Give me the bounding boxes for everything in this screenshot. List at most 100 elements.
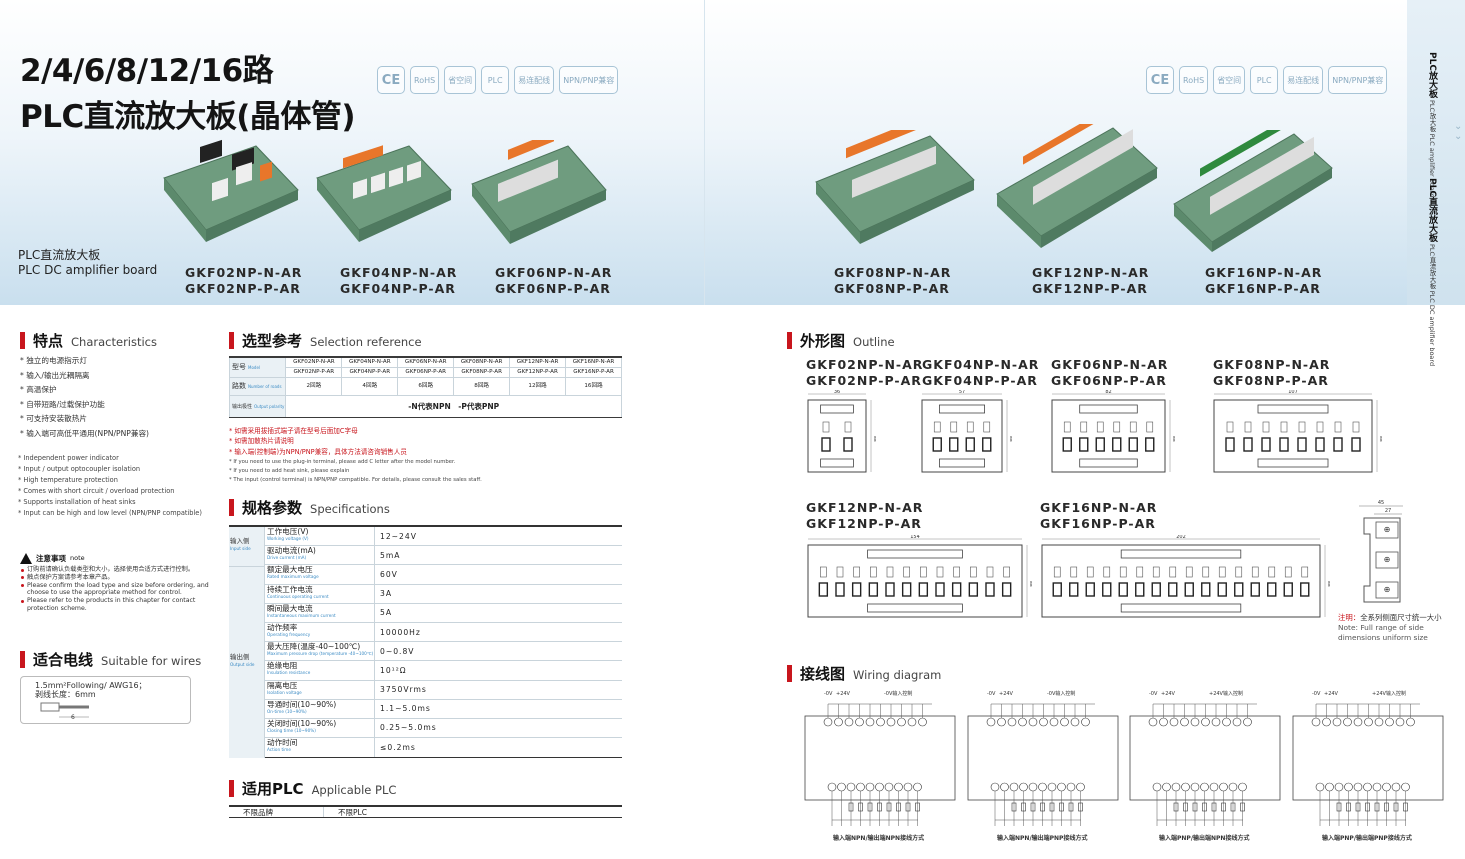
chapter-side-tabs — [1407, 0, 1465, 305]
channel-led — [970, 566, 977, 578]
load — [1221, 802, 1226, 812]
channel-output-device — [1079, 437, 1089, 452]
load — [896, 802, 901, 812]
spec-value: 5A — [380, 608, 393, 618]
list-item: * 输入端可高低平通用(NPN/PNP兼容) — [20, 428, 150, 438]
section-marker — [20, 651, 25, 668]
channel-output-device — [1225, 437, 1235, 452]
channel-led — [983, 421, 991, 433]
model-n: GKF08NP-N-AR — [1213, 357, 1331, 372]
list-item: * Input can be high and low level (NPN/P… — [18, 509, 202, 517]
product-image-2ch — [163, 139, 299, 242]
note-line: * 如需采用拔插式端子请在型号后面加C字母 — [229, 427, 358, 435]
easy-wiring-badge: 易连配线 — [514, 66, 555, 94]
model-n: GKF06NP-N-AR — [495, 265, 613, 280]
load — [1346, 802, 1351, 812]
load — [867, 802, 873, 812]
control-label: -0V输入控制 — [884, 690, 912, 697]
load — [1192, 802, 1198, 812]
polarity-cell: -N代表NPN -P代表PNP — [285, 395, 622, 418]
channel-output-device — [1279, 437, 1289, 452]
list-item: * Independent power indicator — [18, 454, 119, 462]
table-row: 驱动电流(mA)Drive current (mA)5mA — [229, 546, 622, 566]
supply-neg-label: -0V — [824, 691, 833, 697]
board-outline — [1213, 399, 1373, 473]
table-cell: 2回路 — [285, 377, 343, 396]
section-title-en: Characteristics — [71, 335, 157, 349]
model-p: GKF12NP-P-AR — [806, 516, 922, 531]
channel-output-device — [843, 437, 853, 452]
channel-led — [1129, 421, 1137, 433]
spec-name-en: Instantaneous maximum current — [267, 612, 336, 618]
load — [1030, 802, 1036, 812]
supply-neg-label: -0V — [987, 691, 996, 697]
spec-value: 60V — [380, 569, 398, 579]
channel-output-device — [1145, 437, 1155, 452]
npn-pnp-badge: NPN/PNP兼容 — [559, 66, 619, 94]
wiring-caption: 输入端NPN/输出端NPN接线方式 — [833, 835, 925, 842]
model-p: GKF04NP-P-AR — [340, 281, 456, 296]
product-image-4ch — [316, 145, 452, 242]
channel-output-device — [851, 582, 862, 597]
channel-led — [1235, 566, 1243, 578]
channel-output-device — [1001, 582, 1012, 597]
table-row: 最大压降(温度-40~100℃)Maximum pressure drop (t… — [229, 642, 622, 662]
easy-wiring-badge: 易连配线 — [1283, 66, 1324, 94]
load — [1403, 802, 1408, 812]
chevron-down-icon: ⌄⌄ — [1454, 121, 1463, 142]
side-depth-label: 27 — [1385, 508, 1391, 514]
side-tab-plc-dc-amplifier[interactable]: PLC直流放大板 PLC直流放大板 PLC DC amplifier board — [1427, 178, 1437, 366]
spec-name-cn: 工作电压(V) — [267, 527, 309, 536]
feature-badges-right: CE RoHS 省空间 PLC 易连配线 NPN/PNP兼容 — [1146, 66, 1388, 94]
spec-name-cn: 导通时间(10~90%) — [267, 699, 337, 709]
spec-name-en: Operating frequency — [267, 631, 311, 637]
model-n: GKF12NP-N-AR — [806, 500, 924, 515]
channel-output-device — [1135, 582, 1145, 597]
note-title-en: note — [70, 553, 85, 562]
side-tab-plc-amplifier[interactable]: PLC放大板 PLC放大板 PLC amplifier board — [1427, 52, 1437, 198]
svg-text:⊕: ⊕ — [1384, 525, 1391, 534]
board-outline — [804, 715, 956, 801]
channel-led — [986, 566, 994, 578]
channel-output-device — [1267, 582, 1277, 597]
product-image-8ch — [815, 130, 975, 244]
svg-text:⊕: ⊕ — [1384, 585, 1391, 594]
channel-led — [844, 421, 852, 433]
channel-led — [1053, 566, 1061, 578]
spec-value: 0~0.8V — [380, 646, 415, 656]
channel-output-device — [1118, 582, 1128, 597]
hero-banner — [0, 0, 1407, 305]
plc-heading: 适用PLC Applicable PLC — [229, 778, 396, 799]
wiring-caption: 输入端NPN/输出端PNP接线方式 — [997, 835, 1088, 842]
channel-output-device — [1261, 437, 1271, 452]
spec-name-cn: 持续工作电流 — [267, 584, 313, 594]
specs-heading: 规格参数 Specifications — [229, 497, 390, 518]
spec-name: 最大压降(温度-40~100℃)Maximum pressure drop (t… — [265, 642, 375, 661]
load — [1384, 802, 1389, 812]
spec-name-en: Insulation resistance — [267, 670, 311, 676]
wiring-caption: 输入端PNP/输出端PNP接线方式 — [1322, 835, 1412, 842]
spec-value: 3A — [380, 589, 393, 599]
table-row: GKF02NP-P-AR GKF04NP-P-AR GKF06NP-P-AR G… — [230, 367, 622, 378]
channel-led — [886, 566, 894, 578]
wiring-caption: 输入端PNP/输出端NPN接线方式 — [1159, 835, 1250, 842]
supply-neg-label: -0V — [1149, 691, 1158, 697]
model-n: GKF12NP-N-AR — [1032, 265, 1150, 280]
load — [1173, 802, 1179, 812]
table-cell: GKF12NP-N-AR — [509, 356, 567, 368]
channel-led — [1086, 566, 1094, 578]
channel-led — [1096, 421, 1104, 433]
list-item: * 输入/输出光耦隔离 — [20, 370, 90, 380]
hero-subtitle: PLC直流放大板 PLC DC amplifier board — [18, 248, 157, 278]
